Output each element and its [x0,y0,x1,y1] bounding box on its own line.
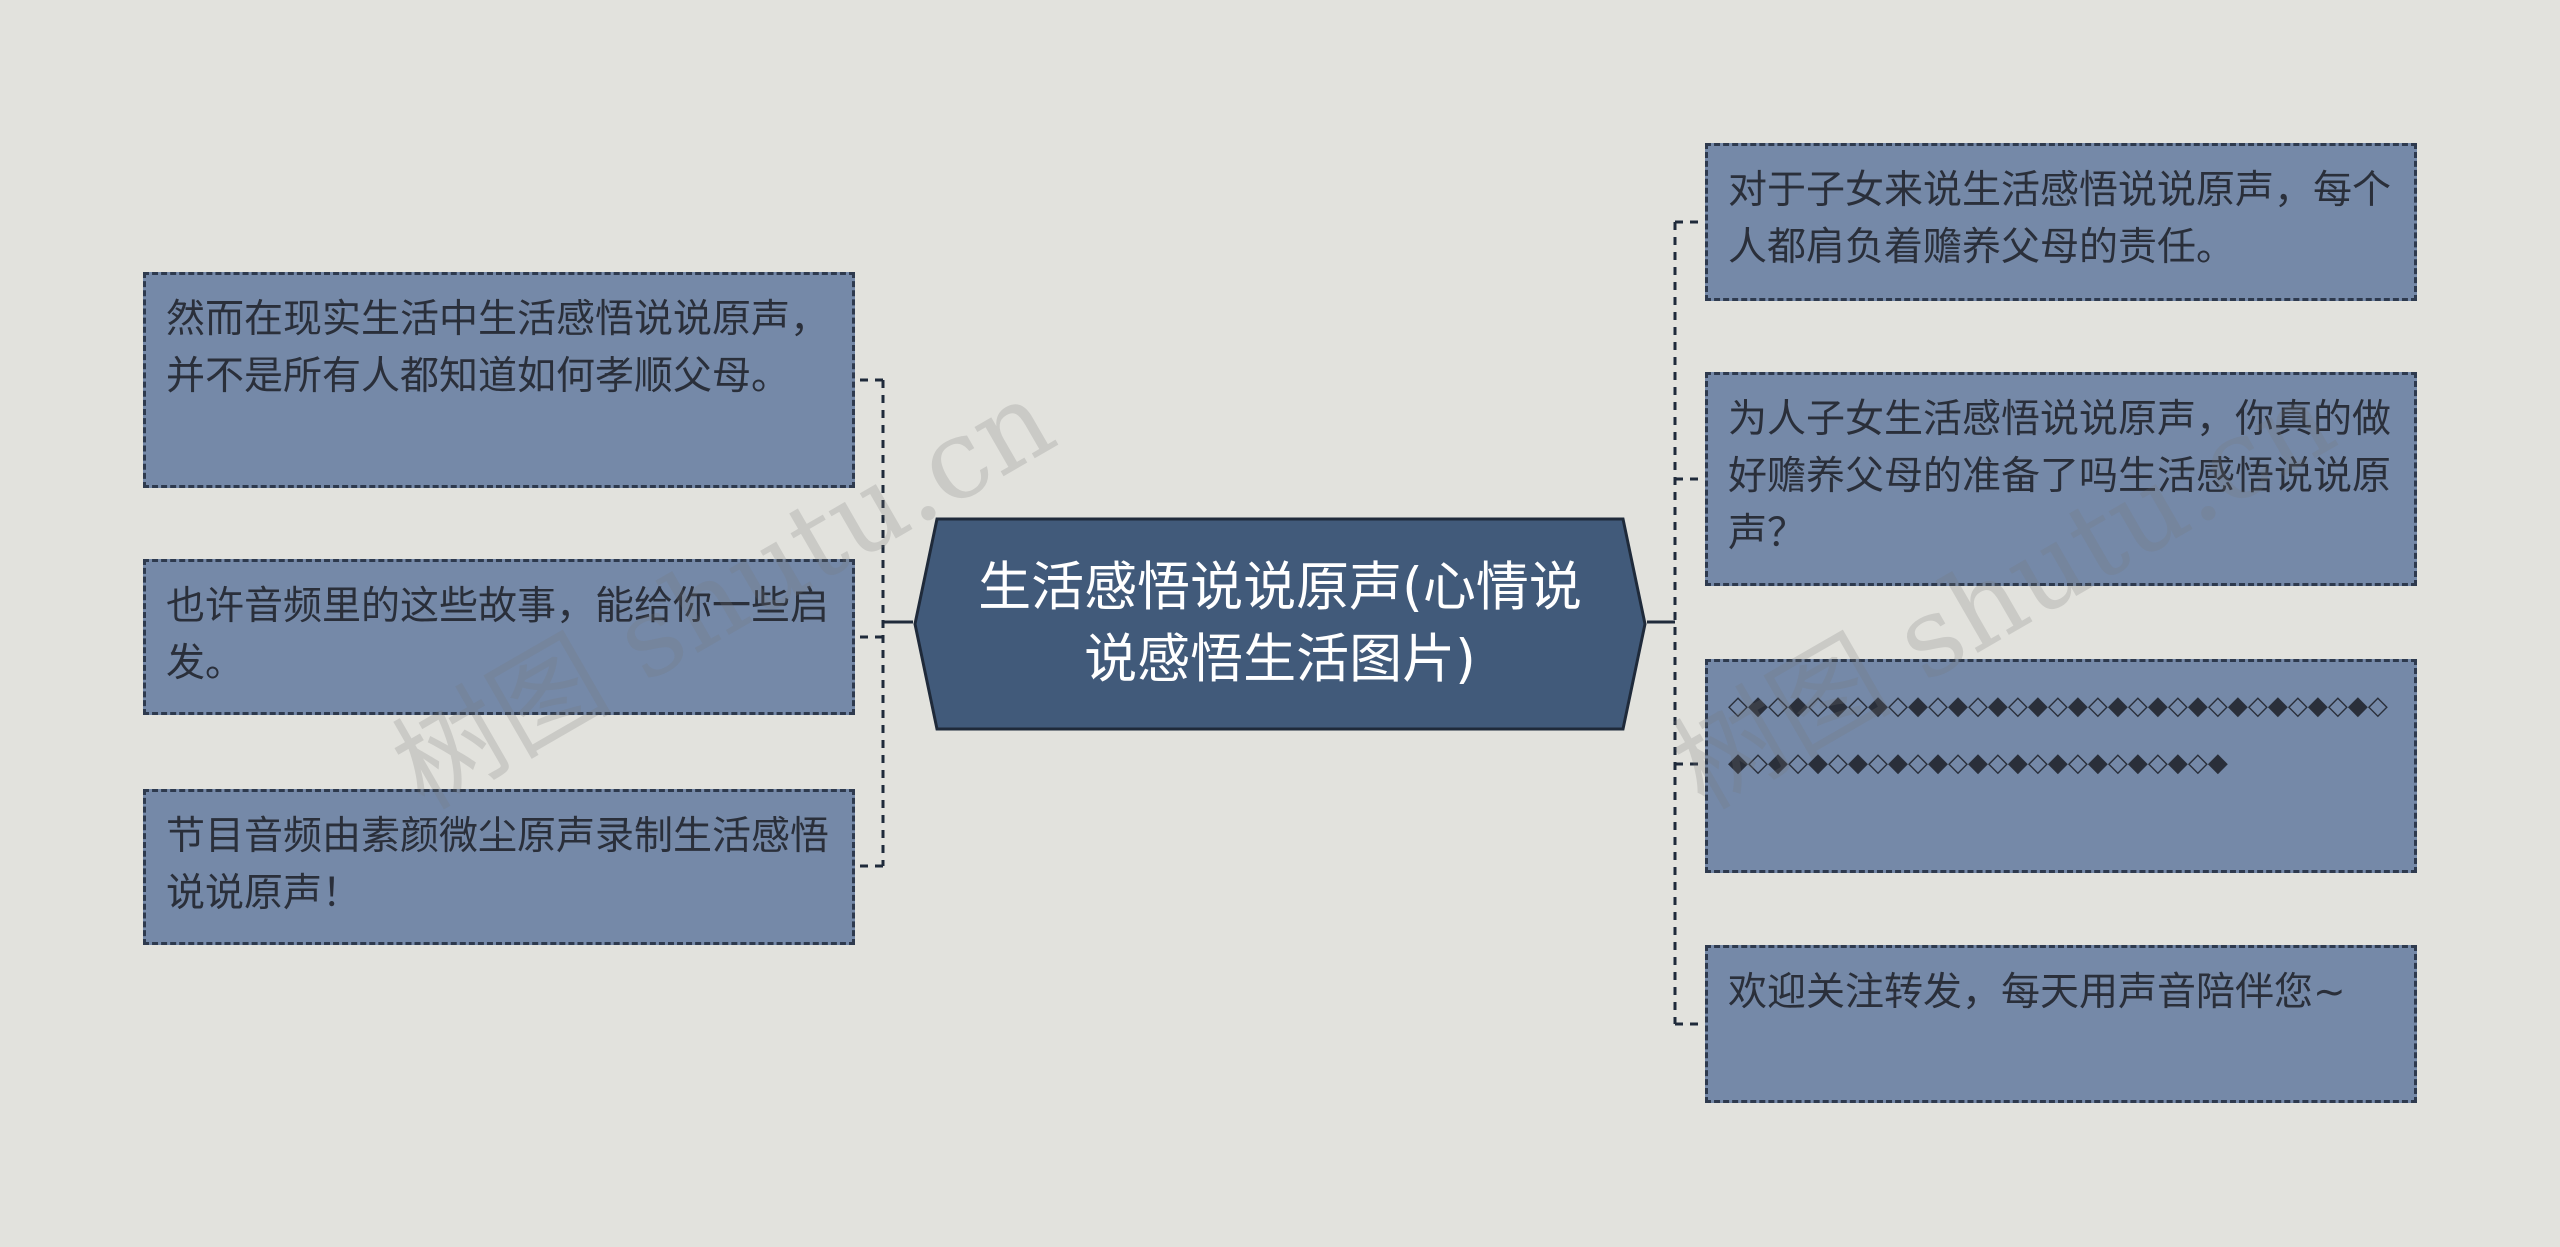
central-topic-label: 生活感悟说说原声(心情说说感悟生活图片) [978,557,1582,690]
right-topic-3-label: ◇◆◇◆◇◆◇◆◇◆◇◆◇◆◇◆◇◆◇◆◇◆◇◆◇◆◇◆◇◆◇◆◇◆◇◆◇◆◇◆… [1728,691,2388,778]
right-topic-3[interactable]: ◇◆◇◆◇◆◇◆◇◆◇◆◇◆◇◆◇◆◇◆◇◆◇◆◇◆◇◆◇◆◇◆◇◆◇◆◇◆◇◆… [1705,659,2417,873]
right-topic-4-label: 欢迎关注转发，每天用声音陪伴您~ [1728,970,2346,1015]
left-topic-1-label: 然而在现实生活中生活感悟说说原声，并不是所有人都知道如何孝顺父母。 [166,297,830,399]
central-topic-shape [913,517,1647,731]
right-topic-1[interactable]: 对于子女来说生活感悟说说原声，每个人都肩负着赡养父母的责任。 [1705,143,2417,301]
left-topic-3[interactable]: 节目音频由素颜微尘原声录制生活感悟说说原声！ [143,789,855,945]
central-topic[interactable]: 生活感悟说说原声(心情说说感悟生活图片) [913,517,1647,731]
right-topic-4[interactable]: 欢迎关注转发，每天用声音陪伴您~ [1705,945,2417,1103]
left-topic-3-label: 节目音频由素颜微尘原声录制生活感悟说说原声！ [166,814,830,916]
left-topic-2-label: 也许音频里的这些故事，能给你一些启发。 [166,584,830,686]
right-topic-1-label: 对于子女来说生活感悟说说原声，每个人都肩负着赡养父母的责任。 [1728,168,2392,270]
left-topic-1[interactable]: 然而在现实生活中生活感悟说说原声，并不是所有人都知道如何孝顺父母。 [143,272,855,488]
right-topic-2[interactable]: 为人子女生活感悟说说原声，你真的做好赡养父母的准备了吗生活感悟说说原声？ [1705,372,2417,586]
left-topic-2[interactable]: 也许音频里的这些故事，能给你一些启发。 [143,559,855,715]
right-topic-2-label: 为人子女生活感悟说说原声，你真的做好赡养父母的准备了吗生活感悟说说原声？ [1728,397,2392,556]
